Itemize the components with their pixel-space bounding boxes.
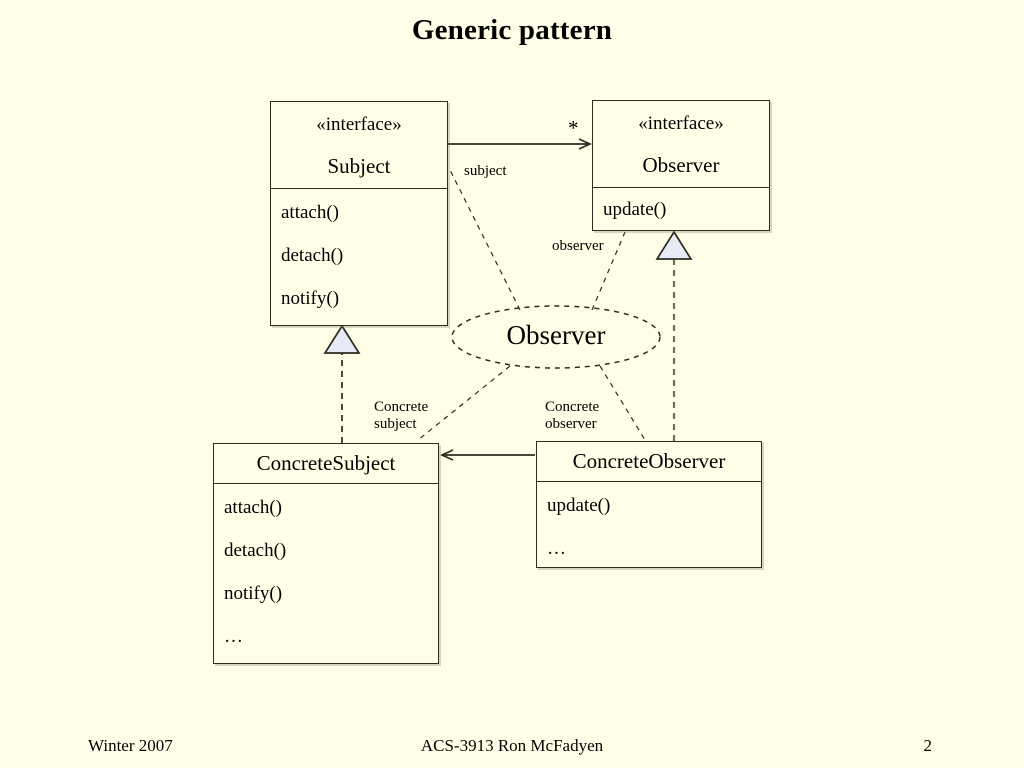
class-box-observer[interactable]: «interface» Observer update() xyxy=(592,100,770,231)
class-header-observer: «interface» Observer xyxy=(593,101,769,188)
operation-attach: attach() xyxy=(281,202,340,223)
operations-observer: update() xyxy=(593,188,769,219)
collaboration-ellipse xyxy=(451,305,661,369)
class-name-observer: Observer xyxy=(642,153,720,177)
operation-detach: detach() xyxy=(281,245,344,266)
class-name-subject: Subject xyxy=(327,154,391,178)
operation-notify: notify() xyxy=(281,288,340,309)
operation-ellipsis: … xyxy=(547,538,566,559)
realization-triangle-observer xyxy=(655,230,693,260)
class-name-concrete-observer: ConcreteObserver xyxy=(572,449,726,473)
stereotype-subject: «interface» xyxy=(316,114,402,135)
class-name-concrete-subject: ConcreteSubject xyxy=(256,451,396,475)
page-title: Generic pattern xyxy=(411,14,613,46)
operation-detach: detach() xyxy=(224,540,287,561)
role-line-concrete-subject xyxy=(417,365,511,441)
realization-triangle-subject xyxy=(323,324,361,354)
role-label-concrete-subject: Concrete subject xyxy=(374,399,429,433)
class-box-concrete-subject[interactable]: ConcreteSubject attach() detach() notify… xyxy=(213,443,439,664)
operation-update: update() xyxy=(603,199,667,220)
role-label-concrete-observer: Concrete observer xyxy=(545,399,600,433)
footer-page-number: 2 xyxy=(923,736,933,755)
role-label-subject: subject xyxy=(464,163,507,179)
class-header-concrete-subject: ConcreteSubject xyxy=(214,444,438,484)
collaboration-label: Observer xyxy=(506,320,606,350)
operation-attach: attach() xyxy=(224,497,283,518)
class-header-concrete-observer: ConcreteObserver xyxy=(537,442,761,482)
class-box-subject[interactable]: «interface» Subject attach() detach() no… xyxy=(270,101,448,326)
role-line-subject xyxy=(449,169,521,311)
class-header-subject: «interface» Subject xyxy=(271,102,447,189)
operation-ellipsis: … xyxy=(224,626,243,647)
operations-concrete-subject: attach() detach() notify() … xyxy=(214,484,438,646)
role-label-observer: observer xyxy=(552,238,604,254)
multiplicity-label: * xyxy=(568,116,579,140)
operations-concrete-observer: update() … xyxy=(537,482,761,558)
operation-update: update() xyxy=(547,495,611,516)
class-box-concrete-observer[interactable]: ConcreteObserver update() … xyxy=(536,441,762,568)
role-line-concrete-observer xyxy=(599,365,646,441)
role-line-observer xyxy=(591,231,626,311)
stereotype-observer: «interface» xyxy=(638,113,724,134)
footer-term: Winter 2007 xyxy=(88,736,173,755)
footer-course: ACS-3913 Ron McFadyen xyxy=(420,736,604,755)
operation-notify: notify() xyxy=(224,583,283,604)
operations-subject: attach() detach() notify() xyxy=(271,189,447,308)
